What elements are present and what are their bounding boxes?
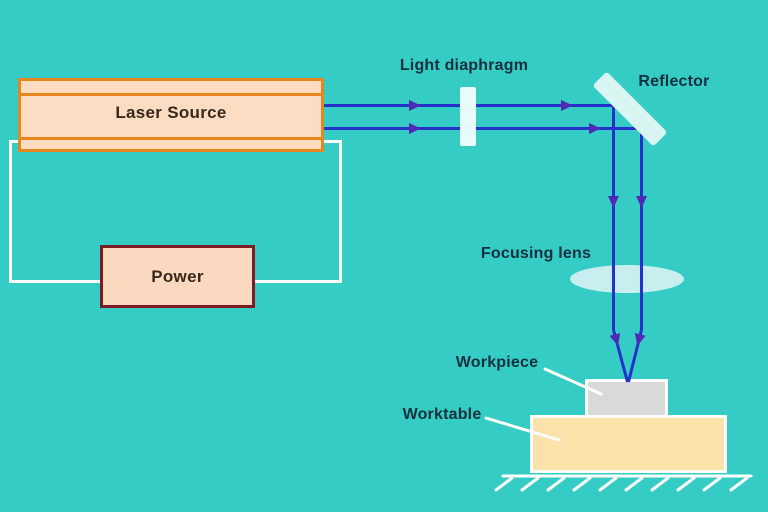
laser-source-box: Laser Source	[18, 78, 324, 152]
focusing-lens-label: Focusing lens	[480, 245, 592, 262]
beam-arrow-icon	[636, 196, 647, 208]
beam-arrowheads	[409, 100, 647, 346]
beam-arrow-icon	[609, 332, 621, 346]
power-label: Power	[151, 266, 204, 286]
beam-converge-left	[612, 329, 629, 383]
ground-hatching	[494, 474, 753, 492]
workpiece-shape	[585, 379, 668, 418]
laser-box-inner-line-bottom	[21, 137, 321, 140]
beam-arrow-icon	[561, 100, 573, 111]
light-diaphragm-shape	[460, 87, 476, 146]
beam-arrow-icon	[634, 333, 646, 346]
power-box: Power	[100, 245, 255, 308]
workpiece-label: Workpiece	[455, 354, 539, 371]
light-diaphragm-label: Light diaphragm	[399, 57, 529, 74]
reflector-label: Reflector	[638, 73, 710, 90]
laser-box-inner-line-top	[21, 93, 321, 96]
laser-source-label: Laser Source	[115, 103, 227, 122]
beam-converge-right	[627, 329, 643, 383]
worktable-label: Worktable	[402, 406, 482, 423]
focusing-lens-shape	[570, 265, 684, 293]
worktable-shape	[530, 415, 727, 473]
laser-beam-path	[324, 104, 643, 383]
beam-arrow-icon	[589, 123, 601, 134]
beam-arrow-icon	[409, 100, 421, 111]
beam-arrow-icon	[409, 123, 421, 134]
beam-arrow-icon	[608, 196, 619, 208]
